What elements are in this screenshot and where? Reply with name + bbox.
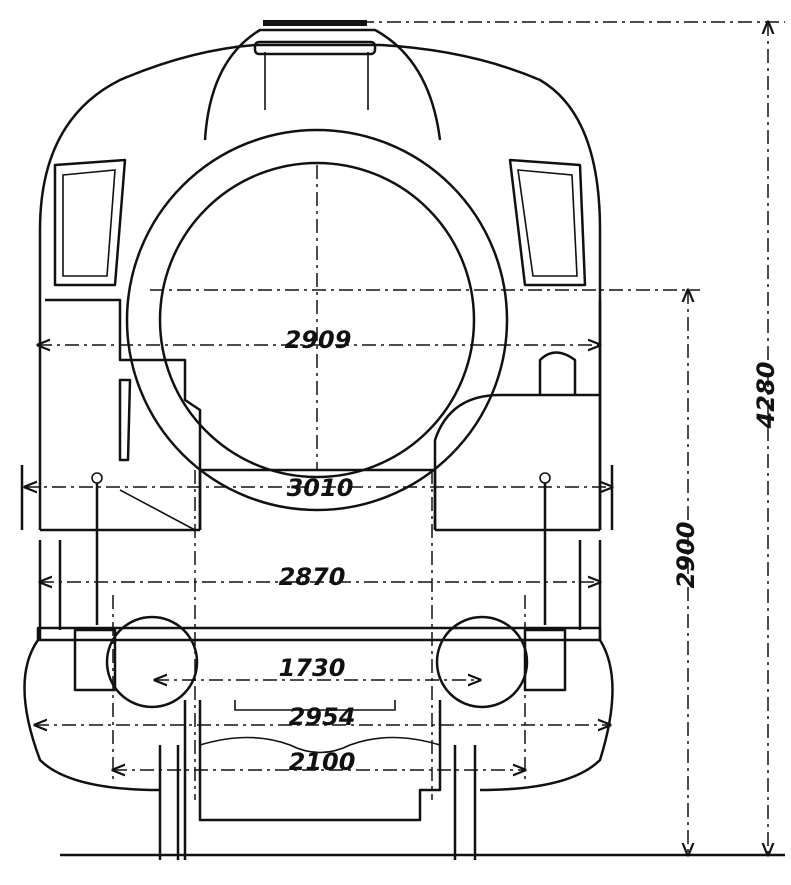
deflector-window-left [53,158,127,287]
dimension-lines [25,22,785,855]
buffer-beam [36,626,602,642]
dim-running-board-width: 3010 [287,474,354,502]
coupling-left [73,628,117,692]
dim-buffer-beam-width: 2954 [289,703,356,731]
dim-boiler-centre-height: 2900 [672,522,700,589]
chimney-top [263,20,367,26]
body-outline [38,20,602,530]
deflector-window-right [508,158,587,287]
dim-wheel-width: 2100 [289,748,356,776]
buffer-left [105,615,199,709]
dim-frame-width: 2870 [279,563,346,591]
dim-smokebox-width: 2909 [285,326,352,354]
smokebox-door [158,161,476,479]
dim-buffer-centres: 1730 [279,654,346,682]
side-structure [20,298,614,640]
dim-overall-height: 4280 [752,362,780,430]
buffer-right [435,615,529,709]
smokebox-ring [125,128,509,512]
